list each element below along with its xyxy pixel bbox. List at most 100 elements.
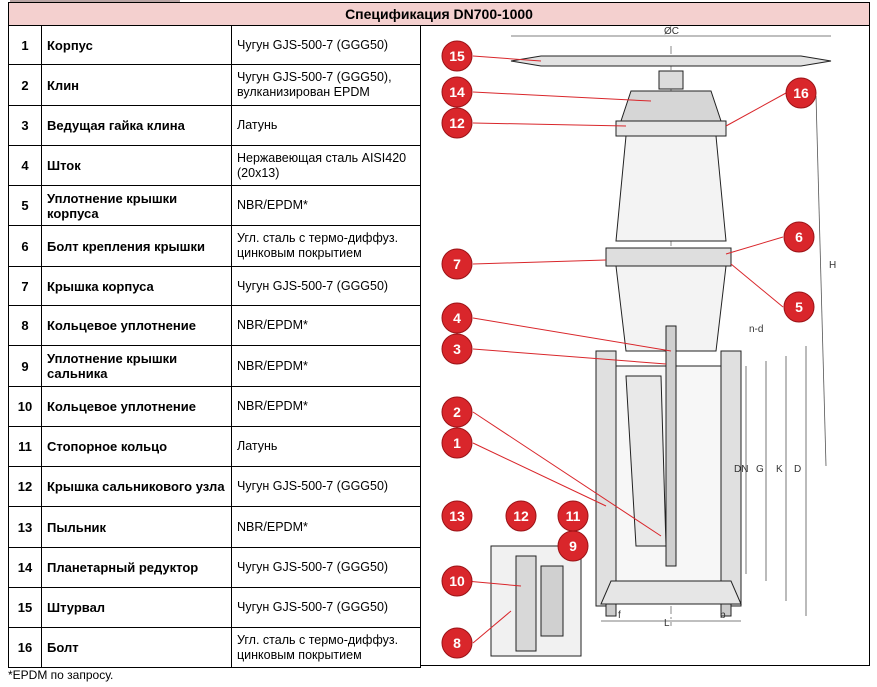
part-name: Стопорное кольцо xyxy=(41,426,232,467)
callout-marker xyxy=(441,248,473,280)
footnote: *EPDM по запросу. xyxy=(8,668,114,682)
part-material: Чугун GJS-500-7 (GGG50) xyxy=(231,547,421,588)
callout-marker xyxy=(441,302,473,334)
part-name: Клин xyxy=(41,64,232,106)
part-name: Уплотнение крышки сальника xyxy=(41,345,232,387)
callout-marker xyxy=(441,107,473,139)
part-name: Болт крепления крышки xyxy=(41,225,232,267)
callout-label: 3 xyxy=(453,341,461,357)
callout-marker xyxy=(441,76,473,108)
part-material: NBR/EPDM* xyxy=(231,506,421,548)
dim-g: G xyxy=(756,464,764,475)
part-number: 8 xyxy=(8,305,42,346)
part-number: 13 xyxy=(8,506,42,548)
part-number: 5 xyxy=(8,185,42,226)
callout-label: 7 xyxy=(453,256,461,272)
part-name: Крышка сальникового узла xyxy=(41,466,232,507)
part-material: Чугун GJS-500-7 (GGG50) xyxy=(231,587,421,628)
part-material: Угл. сталь с термо-диффуз. цинковым покр… xyxy=(231,627,421,668)
callout-marker xyxy=(441,627,473,659)
drawing-frame xyxy=(420,25,870,666)
part-material: NBR/EPDM* xyxy=(231,185,421,226)
dim-dn: DN xyxy=(734,464,748,475)
part-number: 2 xyxy=(8,64,42,106)
part-name: Планетарный редуктор xyxy=(41,547,232,588)
part-name: Болт xyxy=(41,627,232,668)
part-name: Кольцевое уплотнение xyxy=(41,305,232,346)
part-material: Чугун GJS-500-7 (GGG50) xyxy=(231,466,421,507)
dim-d: D xyxy=(794,464,801,475)
part-number: 12 xyxy=(8,466,42,507)
part-material: Чугун GJS-500-7 (GGG50) xyxy=(231,25,421,65)
part-number: 7 xyxy=(8,266,42,306)
part-material: Латунь xyxy=(231,426,421,467)
callout-label: 15 xyxy=(449,48,465,64)
callout-label: 11 xyxy=(566,508,581,524)
dim-nd: n-d xyxy=(749,324,763,335)
callout-label: 9 xyxy=(569,538,577,554)
part-name: Пыльник xyxy=(41,506,232,548)
callout-marker xyxy=(441,40,473,72)
part-material: Чугун GJS-500-7 (GGG50), вулканизирован … xyxy=(231,64,421,106)
callout-marker xyxy=(441,500,473,532)
part-number: 15 xyxy=(8,587,42,628)
callout-marker xyxy=(783,291,815,323)
callout-marker xyxy=(441,333,473,365)
callout-marker xyxy=(557,530,589,562)
part-number: 6 xyxy=(8,225,42,267)
dim-b: b xyxy=(720,610,726,621)
callout-label: 14 xyxy=(449,84,465,100)
callout-label: 12 xyxy=(449,115,465,131)
callout-label: 6 xyxy=(795,229,803,245)
part-material: Латунь xyxy=(231,105,421,146)
part-number: 11 xyxy=(8,426,42,467)
callout-label: 13 xyxy=(449,508,465,524)
top-rule xyxy=(10,0,180,2)
part-material: NBR/EPDM* xyxy=(231,345,421,387)
part-name: Крышка корпуса xyxy=(41,266,232,306)
part-number: 16 xyxy=(8,627,42,668)
callout-label: 1 xyxy=(453,435,461,451)
callout-marker xyxy=(441,427,473,459)
callout-label: 4 xyxy=(453,310,461,326)
callout-marker xyxy=(505,500,537,532)
part-number: 1 xyxy=(8,25,42,65)
part-material: Чугун GJS-500-7 (GGG50) xyxy=(231,266,421,306)
part-name: Штурвал xyxy=(41,587,232,628)
page-title: Спецификация DN700-1000 xyxy=(8,2,870,26)
dim-h: H xyxy=(829,260,836,271)
part-material: Нержавеющая сталь AISI420 (20x13) xyxy=(231,145,421,186)
part-material: Угл. сталь с термо-диффуз. цинковым покр… xyxy=(231,225,421,267)
part-number: 9 xyxy=(8,345,42,387)
part-number: 14 xyxy=(8,547,42,588)
dim-f: f xyxy=(618,610,621,621)
callout-label: 16 xyxy=(793,85,809,101)
part-number: 4 xyxy=(8,145,42,186)
callout-marker xyxy=(785,77,817,109)
part-material: NBR/EPDM* xyxy=(231,305,421,346)
part-name: Ведущая гайка клина xyxy=(41,105,232,146)
callout-label: 5 xyxy=(795,299,803,315)
callout-label: 2 xyxy=(453,404,461,420)
part-name: Шток xyxy=(41,145,232,186)
dim-k: K xyxy=(776,464,783,475)
part-name: Уплотнение крышки корпуса xyxy=(41,185,232,226)
gate-valve-drawing: ØC H n-d DN G K D f L b 1514121667543211… xyxy=(441,26,836,659)
callout-marker xyxy=(783,221,815,253)
callout-label: 8 xyxy=(453,635,461,651)
